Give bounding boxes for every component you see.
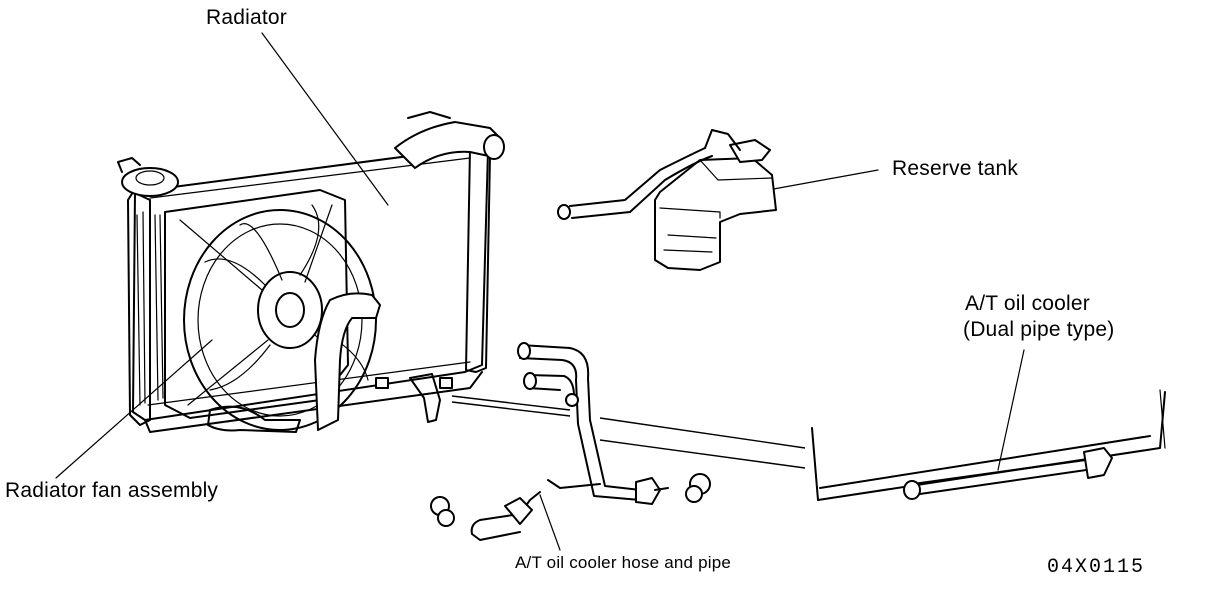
radiator-drawing [117,111,505,433]
label-oil-cooler-line2: (Dual pipe type) [963,318,1115,341]
leader-hose-pipe [539,494,561,551]
hose-clamps [430,393,711,527]
fan-assembly-drawing [154,189,381,433]
leader-radiator [261,32,389,206]
leader-reserve-tank [767,169,879,191]
figure-code: 04X0115 [1047,556,1146,579]
label-radiator: Radiator [206,6,287,29]
label-hose-and-pipe: A/T oil cooler hose and pipe [515,553,732,572]
hose-coil-lower [599,417,806,469]
label-fan-assembly: Radiator fan assembly [5,479,219,502]
oil-cooler-hoses-drawing [430,342,806,541]
label-oil-cooler-line1: A/T oil cooler [965,292,1090,315]
label-reserve-tank: Reserve tank [892,157,1019,180]
reserve-tank-drawing [557,129,777,271]
leader-oil-cooler [997,349,1025,471]
oil-cooler-drawing [811,389,1166,501]
hose-coil-upper [451,395,571,417]
